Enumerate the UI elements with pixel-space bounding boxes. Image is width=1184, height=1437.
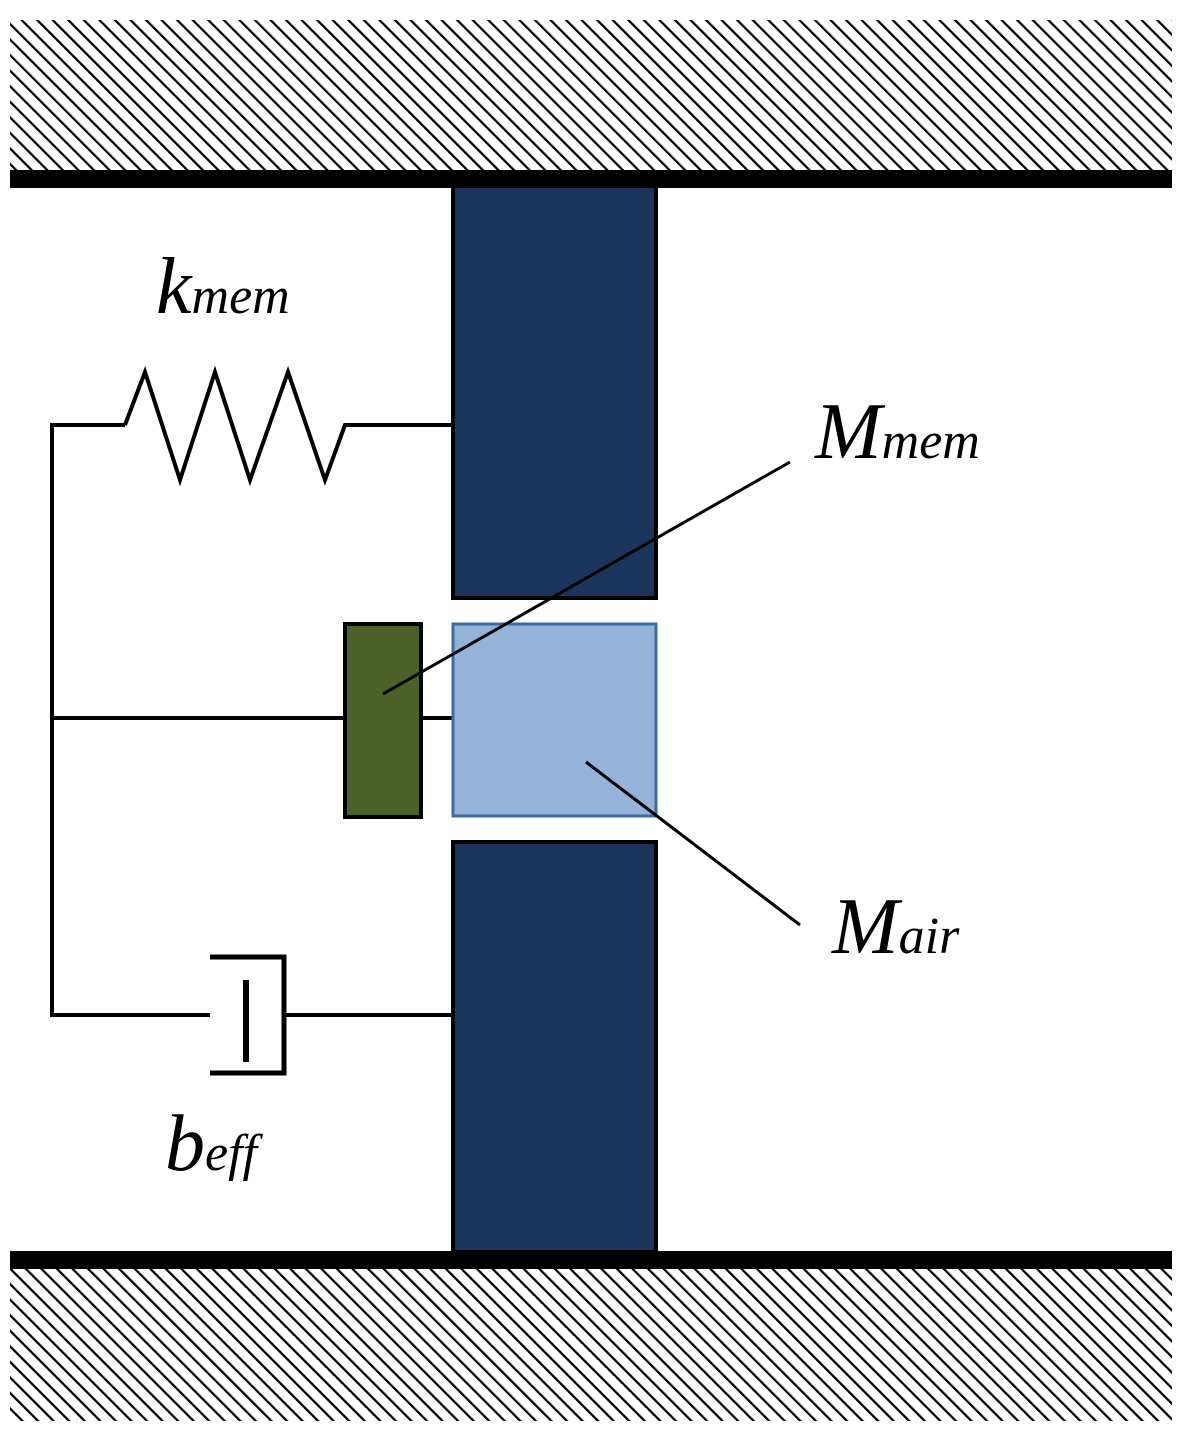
damper-label: beff: [165, 1100, 264, 1188]
spring-label: kmem: [156, 243, 290, 331]
bottom-ground-hatch: [10, 1269, 1172, 1421]
bottom-ground-line: [10, 1251, 1172, 1269]
membrane-mass-label: Mmem: [814, 388, 980, 476]
spring: [123, 365, 453, 487]
membrane-mass-leader: [382, 460, 791, 696]
upper-wall-block: [451, 184, 658, 600]
air-mass-block: [451, 622, 658, 818]
air-mass-label: Mair: [831, 883, 960, 971]
top-ground-hatch: [10, 20, 1172, 172]
air-mass-leader: [585, 760, 801, 927]
lower-wall-block: [451, 840, 658, 1254]
membrane-mass-block: [343, 622, 423, 819]
top-ground-line: [10, 170, 1172, 188]
